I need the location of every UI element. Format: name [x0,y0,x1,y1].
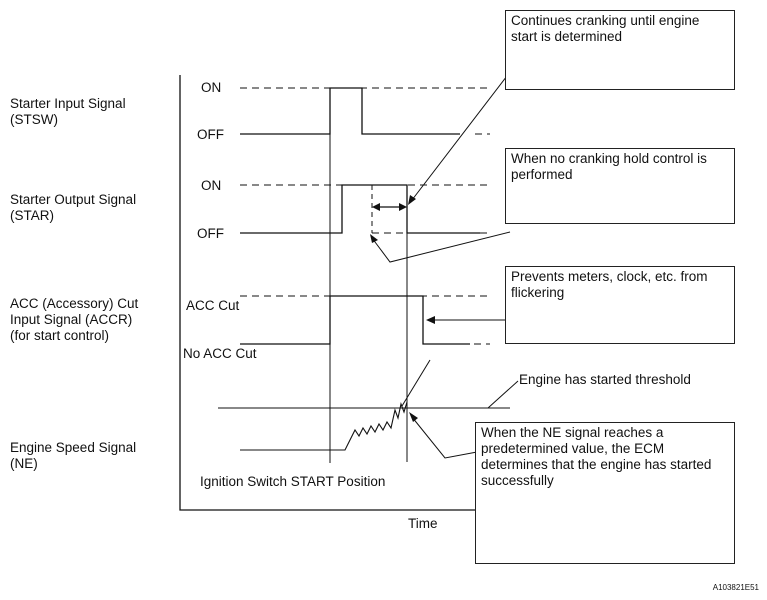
arrowhead-hold-right [399,203,407,211]
arrowhead-no-hold [370,234,378,243]
note-cranking: Continues cranking until engine start is… [505,10,735,90]
stsw-waveform [240,87,460,135]
level-on-stsw: ON [201,80,222,95]
level-no-acc-cut: No ACC Cut [183,346,257,361]
arrowhead-flicker [426,316,435,324]
leader-ne [411,416,478,459]
note-ne-reach: When the NE signal reaches a predetermin… [475,422,735,564]
level-off-star: OFF [197,226,224,241]
level-on-star: ON [201,178,222,193]
accr-waveform [240,295,470,345]
arrowhead-hold-left [372,203,380,211]
star-waveform [240,184,480,234]
ignition-label: Ignition Switch START Position [200,474,386,489]
signal-label-ne: Engine Speed Signal (NE) [10,440,137,471]
signal-label-accr: ACC (Accessory) Cut Input Signal (ACCR) … [10,296,139,343]
leader-threshold [487,380,519,409]
axis-lines [179,75,490,511]
threshold-label: Engine has started threshold [519,372,691,387]
note-no-hold: When no cranking hold control is perform… [505,148,735,224]
level-acc-cut: ACC Cut [186,298,240,313]
arrowhead-cranking [408,195,416,205]
arrowhead-ne [409,412,418,422]
signal-label-stsw: Starter Input Signal (STSW) [10,96,126,127]
leader-no-hold [371,231,511,263]
leader-cranking [411,71,511,201]
ne-waveform [240,401,408,451]
ne-rise-line [401,359,431,407]
figure-code: A103821E51 [712,583,759,592]
time-axis-label: Time [408,516,438,531]
signal-label-star: Starter Output Signal (STAR) [10,192,137,223]
note-flicker: Prevents meters, clock, etc. from flicke… [505,266,735,344]
level-off-stsw: OFF [197,127,224,142]
